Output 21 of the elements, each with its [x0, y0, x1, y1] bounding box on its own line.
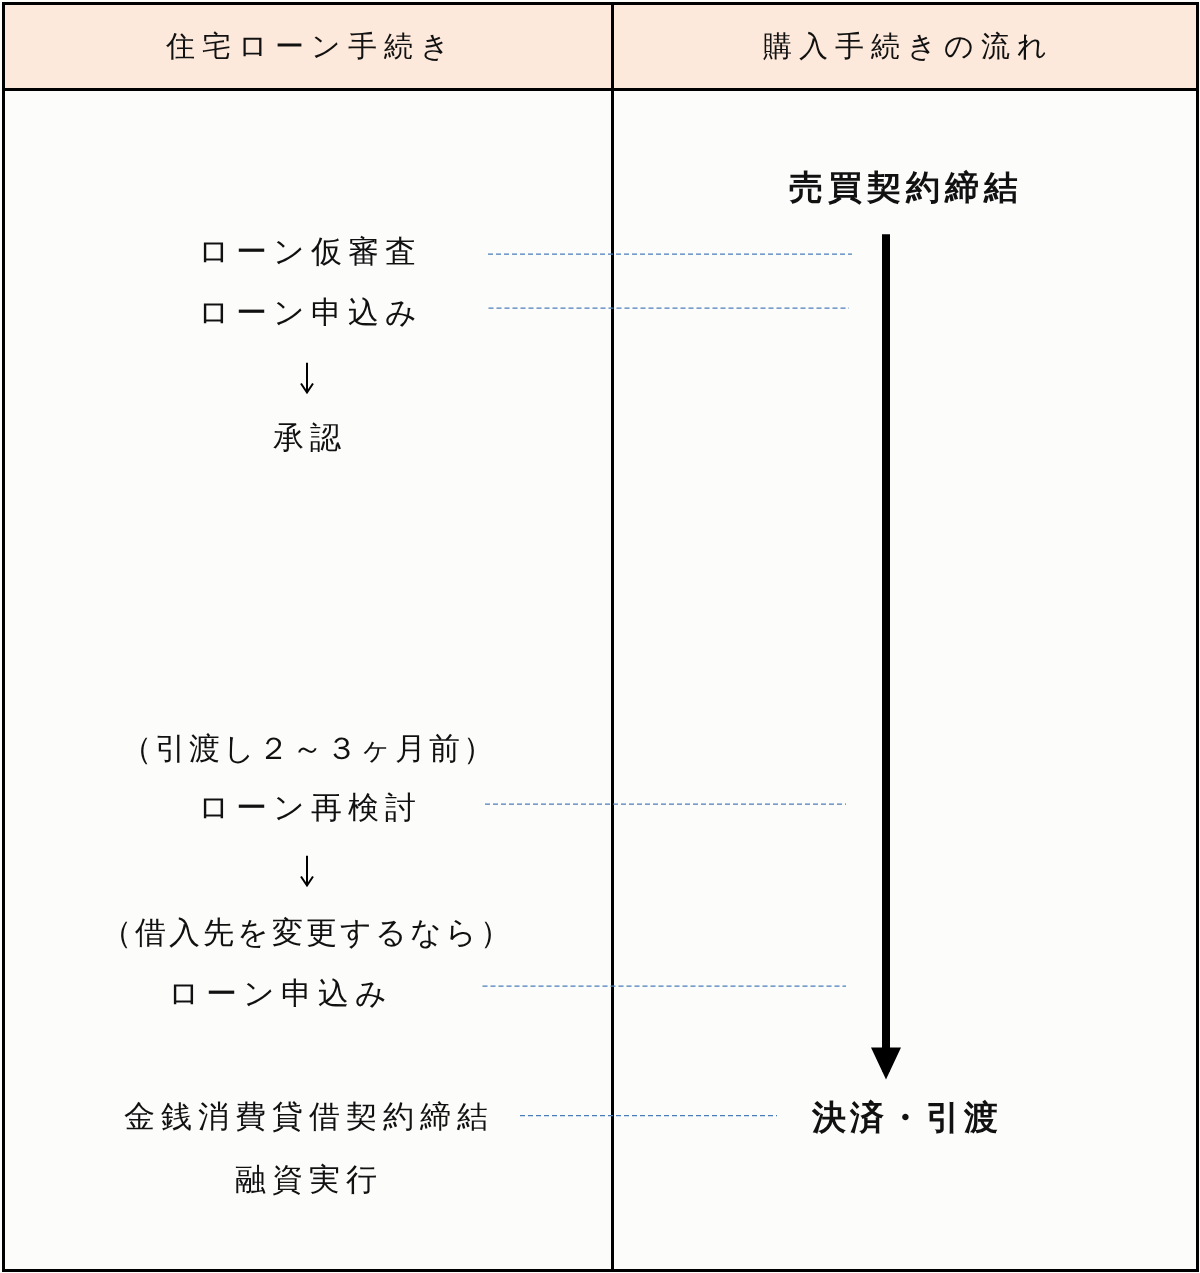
step-label: ローン再検討	[192, 788, 422, 826]
table-column	[2, 2, 614, 1272]
step-label: （借入先を変更するなら）	[98, 913, 514, 951]
arrow	[300, 361, 314, 394]
dashed-guide-line	[487, 253, 853, 255]
step-label: ローン仮審査	[192, 232, 422, 270]
timing-note: （引渡し２～３ヶ月前）	[119, 729, 497, 767]
dashed-guide-line	[519, 1114, 778, 1117]
dashed-guide-line	[484, 803, 847, 805]
dashed-guide-line	[481, 985, 847, 987]
step-label: 融資実行	[234, 1161, 383, 1199]
step-label: ローン申込み	[191, 293, 423, 331]
column-header: 購入手続きの流れ	[614, 5, 1196, 91]
step-label: ローン申込み	[161, 974, 393, 1012]
table-column	[611, 2, 1199, 1272]
step-label: 金銭消費貸借契約締結	[123, 1098, 494, 1136]
column-header: 住宅ローン手続き	[5, 5, 611, 91]
step-label: 承認	[267, 418, 347, 456]
arrow	[300, 854, 314, 887]
milestone-label: 決済・引渡	[808, 1096, 1002, 1138]
milestone-label: 売買契約締結	[783, 166, 1023, 208]
